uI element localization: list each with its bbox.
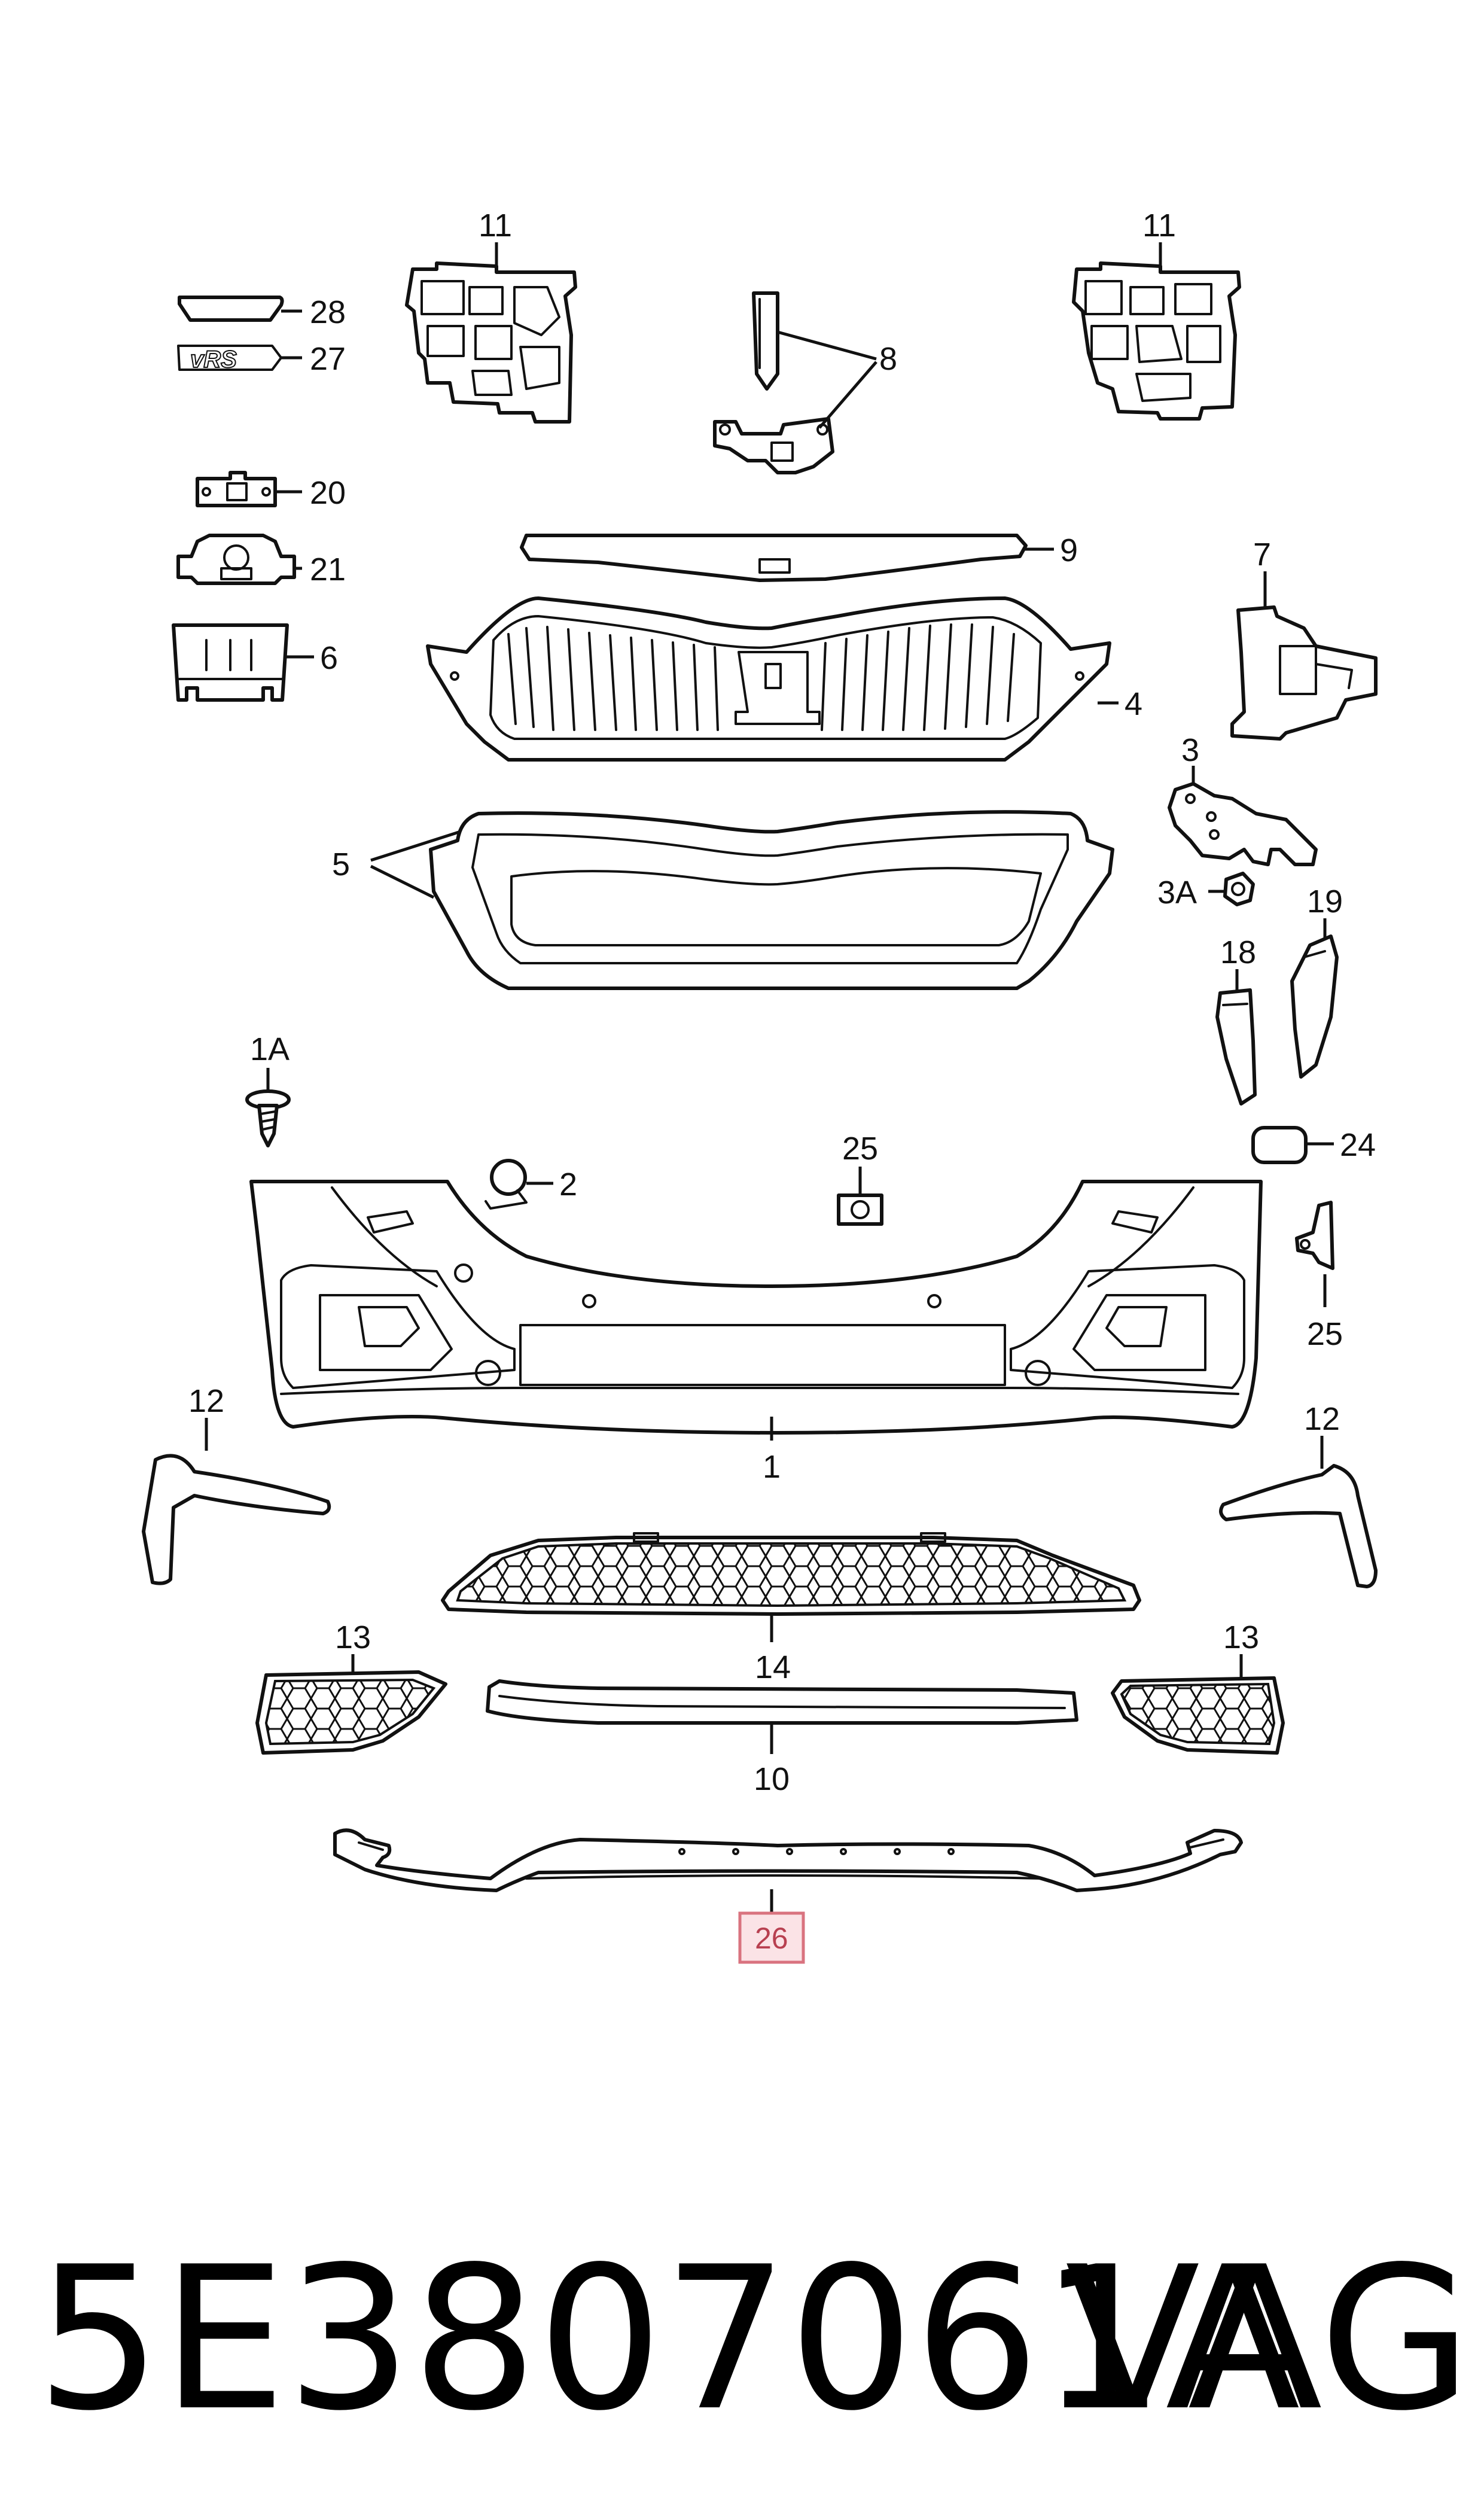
part-1a-screw: 1A [245, 1031, 291, 1147]
callout-12-left: 12 [188, 1383, 224, 1419]
callout-12-right: 12 [1304, 1401, 1340, 1437]
part-25-sensor-holder-center: 25 [837, 1131, 883, 1226]
callout-3a: 3A [1157, 875, 1197, 911]
part-27-vrs-emblem: vRS 27 [177, 341, 346, 377]
part-14-lower-grille: 14 [441, 1532, 1141, 1685]
callout-11-right: 11 [1142, 208, 1176, 243]
part-3a-nut: 3A [1157, 872, 1255, 911]
part-21-clip: 21 [176, 534, 346, 587]
part-1-bumper-cover: 1 [249, 1180, 1263, 1485]
part-11-bracket-right: 11 [1072, 208, 1241, 421]
callout-9: 9 [1060, 532, 1078, 568]
callout-28: 28 [310, 294, 346, 330]
callout-2: 2 [559, 1167, 577, 1202]
part-13-fog-grille-left: 13 [255, 1619, 447, 1755]
part-10-trim-strip: 10 [486, 1679, 1078, 1797]
highlight-box-26 [738, 1911, 805, 1964]
part-19-filler: 19 [1290, 884, 1343, 1079]
callout-19: 19 [1307, 884, 1343, 919]
part-4-grille: 4 [426, 596, 1142, 762]
part-26-diffuser: 26 [333, 1828, 1243, 1964]
callout-8: 8 [879, 341, 897, 377]
callout-3: 3 [1181, 732, 1199, 768]
vrs-emblem-text: vRS [190, 346, 237, 373]
callout-4: 4 [1125, 686, 1142, 722]
callout-13-right: 13 [1223, 1619, 1259, 1655]
part-20-clip: 20 [196, 471, 346, 511]
brand-label: VAG [1065, 2224, 1472, 2454]
part-7-air-guide: 7 [1230, 537, 1378, 741]
part-12-trim-right: 12 [1219, 1401, 1378, 1588]
part-18-filler: 18 [1215, 934, 1257, 1106]
part-13-fog-grille-right: 13 [1111, 1619, 1285, 1755]
part-12-trim-left: 12 [142, 1383, 331, 1585]
part-24-cap: 24 [1251, 1126, 1376, 1164]
part-8-mounting: 8 [713, 291, 897, 474]
part-28-badge: 28 [178, 294, 346, 330]
part-25-sensor-holder-side: 25 [1295, 1201, 1343, 1352]
grille-slats [507, 623, 1015, 731]
part-5-grille-frame: 5 [332, 810, 1114, 990]
callout-5: 5 [332, 847, 350, 882]
parts-diagram: 28 vRS 27 20 21 6 [142, 208, 1378, 1964]
part-9-trim-strip: 9 [520, 532, 1078, 582]
callout-25-center: 25 [842, 1131, 878, 1167]
callout-25-side: 25 [1307, 1316, 1343, 1352]
part-2-tow-cap: 2 [484, 1159, 577, 1210]
callout-1: 1 [763, 1449, 781, 1485]
part-number: 5E3807061A [36, 2224, 1300, 2454]
callout-26: 26 [755, 1922, 788, 1955]
callout-11-left: 11 [479, 208, 512, 243]
callout-6: 6 [320, 640, 338, 676]
callout-14: 14 [755, 1649, 791, 1685]
part-3-bracket: 3 [1168, 732, 1318, 866]
footer: 5E3807061A VAG [0, 2213, 1484, 2465]
callout-10: 10 [754, 1761, 790, 1797]
callout-21: 21 [310, 552, 346, 587]
callout-27: 27 [310, 341, 346, 377]
callout-7: 7 [1253, 537, 1271, 573]
callout-13-left: 13 [335, 1619, 371, 1655]
callout-18: 18 [1220, 934, 1256, 970]
part-6-plate: 6 [172, 623, 338, 702]
callout-20: 20 [310, 475, 346, 511]
callout-1a: 1A [250, 1031, 290, 1067]
part-11-bracket-left: 11 [405, 208, 577, 424]
callout-24: 24 [1340, 1127, 1376, 1163]
